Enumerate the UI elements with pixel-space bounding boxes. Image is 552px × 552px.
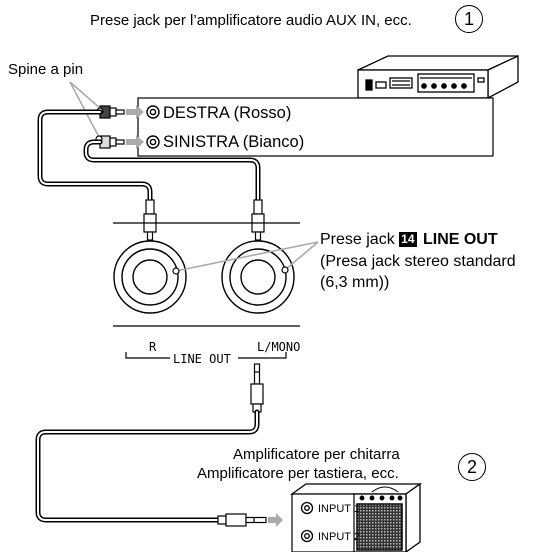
insert-arrow-icon: [268, 513, 283, 527]
line-out-desc-line1: (Presa jack stereo standard: [320, 253, 516, 270]
keyboard-amp-label: Amplificatore per tastiera, ecc.: [197, 465, 399, 482]
phone-plug-icon: [250, 363, 264, 413]
guitar-amplifier-icon: [289, 482, 423, 552]
phone-plug-icon: [143, 199, 265, 249]
line-out-number-badge: 14: [399, 232, 417, 247]
phone-plug-icon: [217, 513, 267, 527]
step-number-2: 2: [458, 453, 486, 481]
callout-dot-icon: [172, 266, 289, 275]
audio-cable: [35, 409, 260, 523]
instrument-panel: [113, 222, 300, 327]
rca-jack-icon: [146, 105, 160, 149]
amp-input-panel: [291, 493, 355, 552]
guitar-amp-label: Amplificatore per chitarra: [233, 446, 400, 463]
line-out-desc-line2: (6,3 mm)): [320, 274, 390, 291]
line-out-bracket: [125, 352, 287, 359]
audio-amplifier-icon: [357, 54, 519, 100]
step-number-1: 1: [455, 5, 483, 33]
rca-plug-red-icon: [99, 105, 125, 119]
line-out-title: Prese jack: [320, 231, 395, 248]
pin-plugs-label: Spine a pin: [8, 61, 84, 78]
rca-plug-white-icon: [99, 135, 125, 149]
jack-lmono-label: L/MONO: [257, 340, 301, 354]
line-out-bracket-label: LINE OUT: [173, 352, 231, 366]
line-out-callout-lines: [175, 241, 319, 272]
input-2-label: INPUT 2: [318, 531, 360, 543]
left-jack-label: SINISTRA (Bianco): [163, 133, 305, 151]
aux-in-title: Prese jack per l’amplificatore audio AUX…: [90, 12, 412, 29]
line-out-name: LINE OUT: [422, 231, 498, 248]
insert-arrow-icon: [126, 105, 144, 149]
input-1-label: INPUT 1: [318, 503, 360, 515]
right-jack-label: DESTRA (Rosso): [163, 104, 292, 122]
line-out-jack-icon: [113, 240, 295, 314]
aux-in-jack-panel: [137, 97, 494, 157]
input-jack-icon: [300, 501, 314, 543]
line-out-label: Prese jack 14 LINE OUT: [320, 232, 498, 248]
jack-r-label: R: [149, 340, 157, 354]
